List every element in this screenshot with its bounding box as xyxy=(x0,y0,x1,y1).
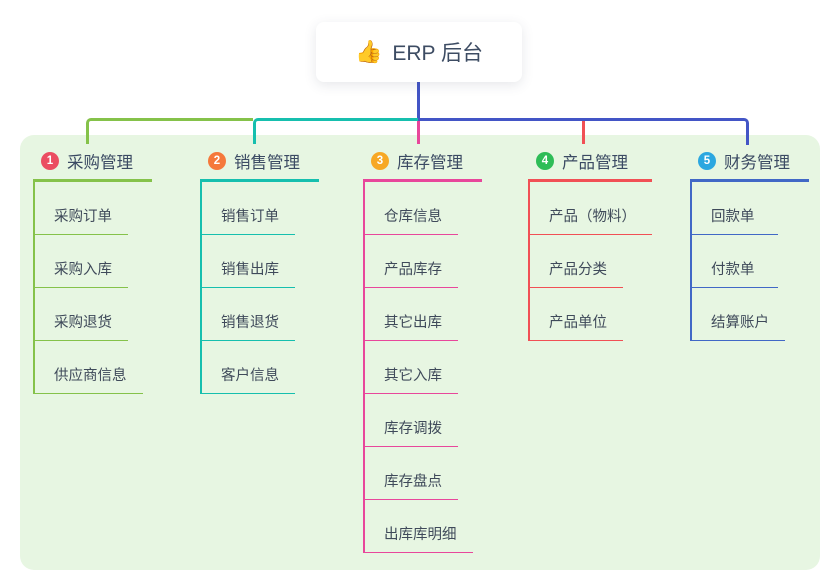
branch-5: 5 财务管理回款单付款单结算账户 xyxy=(690,146,809,341)
branch-item[interactable]: 采购入库 xyxy=(35,235,128,288)
branch-number-badge: 4 xyxy=(536,152,554,170)
branch-item[interactable]: 其它入库 xyxy=(365,341,458,394)
connector-branch-4-drop xyxy=(581,121,585,144)
branch-label: 产品管理 xyxy=(562,154,628,172)
branch-2: 2 销售管理销售订单销售出库销售退货客户信息 xyxy=(200,146,319,394)
connector-branch-3-drop xyxy=(416,121,420,144)
branch-number-badge: 2 xyxy=(208,152,226,170)
branch-item[interactable]: 结算账户 xyxy=(692,288,785,341)
branch-item[interactable]: 产品分类 xyxy=(530,235,623,288)
branch-label: 销售管理 xyxy=(234,154,300,172)
connector-branch-5-elbow xyxy=(418,118,749,145)
thumbs-up-icon: 👍 xyxy=(354,39,383,64)
branch-item[interactable]: 销售订单 xyxy=(202,182,295,235)
branch-3-items: 仓库信息产品库存其它出库其它入库库存调拨库存盘点出库库明细 xyxy=(363,182,473,553)
branch-5-items: 回款单付款单结算账户 xyxy=(690,182,785,341)
branch-item[interactable]: 采购订单 xyxy=(35,182,128,235)
connector-branch-2-elbow xyxy=(253,118,418,144)
branch-1-items: 采购订单采购入库采购退货供应商信息 xyxy=(33,182,143,394)
branch-label: 采购管理 xyxy=(67,154,133,172)
branch-5-header[interactable]: 5 财务管理 xyxy=(690,146,809,182)
connector-root-vertical xyxy=(417,82,420,121)
branch-3-header[interactable]: 3 库存管理 xyxy=(363,146,482,182)
branch-1-header[interactable]: 1 采购管理 xyxy=(33,146,152,182)
branch-number-badge: 3 xyxy=(371,152,389,170)
branch-4-items: 产品（物料）产品分类产品单位 xyxy=(528,182,652,341)
branch-number-badge: 5 xyxy=(698,152,716,170)
branch-item[interactable]: 销售退货 xyxy=(202,288,295,341)
branch-3: 3 库存管理仓库信息产品库存其它出库其它入库库存调拨库存盘点出库库明细 xyxy=(363,146,482,553)
connector-branch-1-elbow xyxy=(86,118,253,144)
branch-2-items: 销售订单销售出库销售退货客户信息 xyxy=(200,182,295,394)
branch-number-badge: 1 xyxy=(41,152,59,170)
branch-item[interactable]: 库存调拨 xyxy=(365,394,458,447)
branch-item[interactable]: 回款单 xyxy=(692,182,778,235)
branch-item[interactable]: 出库库明细 xyxy=(365,500,473,553)
branch-item[interactable]: 其它出库 xyxy=(365,288,458,341)
root-node-label: ERP 后台 xyxy=(392,42,484,65)
branch-item[interactable]: 产品库存 xyxy=(365,235,458,288)
branch-1: 1 采购管理采购订单采购入库采购退货供应商信息 xyxy=(33,146,152,394)
branch-4: 4 产品管理产品（物料）产品分类产品单位 xyxy=(528,146,652,341)
branch-item[interactable]: 采购退货 xyxy=(35,288,128,341)
branch-item[interactable]: 产品（物料） xyxy=(530,182,652,235)
branch-item[interactable]: 仓库信息 xyxy=(365,182,458,235)
branch-2-header[interactable]: 2 销售管理 xyxy=(200,146,319,182)
branch-label: 库存管理 xyxy=(397,154,463,172)
branch-panel xyxy=(20,135,820,570)
branch-item[interactable]: 付款单 xyxy=(692,235,778,288)
branch-4-header[interactable]: 4 产品管理 xyxy=(528,146,652,182)
branch-item[interactable]: 销售出库 xyxy=(202,235,295,288)
branch-label: 财务管理 xyxy=(724,154,790,172)
root-node[interactable]: 👍 ERP 后台 xyxy=(316,22,522,82)
branch-item[interactable]: 库存盘点 xyxy=(365,447,458,500)
branch-item[interactable]: 产品单位 xyxy=(530,288,623,341)
branch-item[interactable]: 客户信息 xyxy=(202,341,295,394)
branch-item[interactable]: 供应商信息 xyxy=(35,341,143,394)
